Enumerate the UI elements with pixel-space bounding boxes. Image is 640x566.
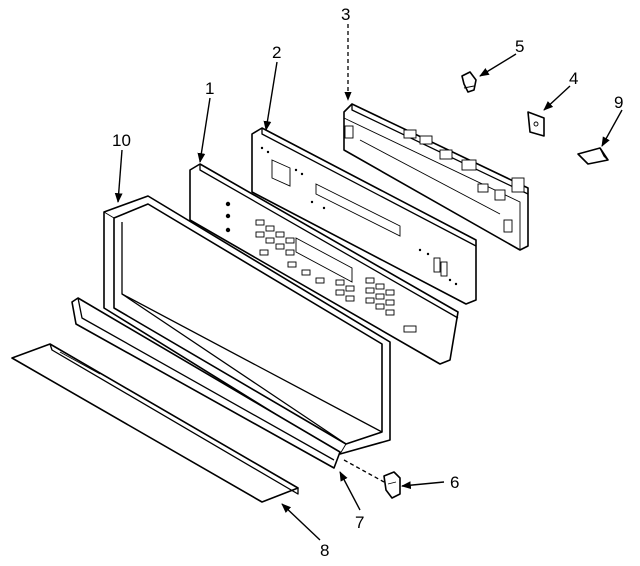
part-10-frame [103,195,391,455]
callout-5: 5 [515,37,524,56]
callout-2: 2 [272,43,281,62]
callout-6: 6 [450,473,459,492]
callout-3: 3 [341,5,350,24]
callout-9: 9 [614,93,623,112]
part-7-trim-strip [71,297,341,469]
callout-10: 10 [112,131,131,150]
part-1-control-panel [189,163,459,365]
part-3-control-board [343,103,529,251]
part-2-circuit-panel [251,127,477,305]
callout-4: 4 [569,69,578,88]
part-8-lower-strip [11,343,299,503]
callout-8: 8 [320,541,329,560]
part-9-bracket [577,147,609,165]
part-6-clip [383,471,401,499]
part-5-clip [461,71,477,93]
callout-1: 1 [205,79,214,98]
leader-lines [114,24,623,541]
part-4-bracket [527,111,545,137]
callout-7: 7 [355,513,364,532]
